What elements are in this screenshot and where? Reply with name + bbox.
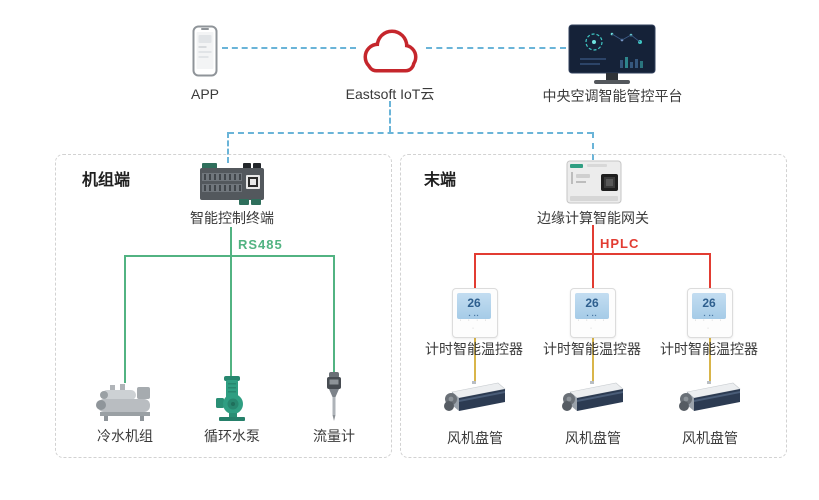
link-app-cloud-line bbox=[222, 47, 356, 49]
fan-coil-icon bbox=[677, 380, 743, 418]
platform-label: 中央空调智能管控平台 bbox=[542, 88, 683, 104]
link-to-controller-line bbox=[227, 132, 229, 163]
thermostat-fancoil-link-1 bbox=[474, 337, 476, 382]
rs485-bus-label: RS485 bbox=[238, 237, 283, 252]
rs485-branch-flowmeter bbox=[333, 255, 335, 373]
thermostat-display: 26 bbox=[692, 293, 726, 319]
link-cloud-platform-line bbox=[426, 47, 566, 49]
unit-side-zone-box bbox=[55, 154, 392, 458]
thermostat-label: 计时智能温控器 bbox=[543, 341, 641, 357]
hplc-branch-3 bbox=[709, 253, 711, 289]
rs485-drop-line bbox=[230, 227, 232, 256]
thermostat-icon: 26 bbox=[452, 288, 498, 338]
fan-coil-label: 风机盘管 bbox=[447, 430, 503, 446]
monitor-icon bbox=[568, 24, 656, 86]
link-to-gateway-line bbox=[592, 132, 594, 160]
terminal-side-zone-box bbox=[400, 154, 787, 458]
app-label: APP bbox=[190, 86, 219, 102]
thermostat-icon: 26 bbox=[687, 288, 733, 338]
cloud-label: Eastsoft IoT云 bbox=[345, 86, 435, 102]
chiller-icon bbox=[94, 382, 156, 422]
thermostat-buttons bbox=[457, 317, 491, 333]
thermostat-label: 计时智能温控器 bbox=[425, 341, 523, 357]
unit-side-title: 机组端 bbox=[82, 172, 131, 189]
smartphone-icon bbox=[192, 25, 218, 77]
thermostat-buttons bbox=[692, 317, 726, 333]
fan-coil-icon bbox=[560, 380, 626, 418]
thermostat-display: 26 bbox=[575, 293, 609, 319]
gateway-device-icon bbox=[565, 158, 623, 208]
controller-device-icon bbox=[198, 162, 266, 206]
thermostat-label: 计时智能温控器 bbox=[660, 341, 758, 357]
gateway-label: 边缘计算智能网关 bbox=[537, 210, 649, 226]
terminal-side-title: 末端 bbox=[424, 172, 457, 189]
rs485-branch-chiller bbox=[124, 255, 126, 383]
chiller-label: 冷水机组 bbox=[97, 428, 153, 444]
pump-icon bbox=[216, 374, 248, 422]
cloud-icon bbox=[356, 27, 424, 77]
fan-coil-icon bbox=[442, 380, 508, 418]
thermostat-fancoil-link-2 bbox=[592, 337, 594, 382]
fan-coil-label: 风机盘管 bbox=[682, 430, 738, 446]
hplc-branch-1 bbox=[474, 253, 476, 289]
flow-meter-icon bbox=[325, 370, 343, 422]
link-cloud-down-line bbox=[389, 101, 391, 132]
fan-coil-label: 风机盘管 bbox=[565, 430, 621, 446]
controller-label: 智能控制终端 bbox=[190, 210, 274, 226]
rs485-bus-line bbox=[124, 255, 335, 257]
thermostat-fancoil-link-3 bbox=[709, 337, 711, 382]
pump-label: 循环水泵 bbox=[204, 428, 260, 444]
hplc-drop-line bbox=[592, 225, 594, 254]
thermostat-display: 26 bbox=[457, 293, 491, 319]
flow-meter-label: 流量计 bbox=[313, 428, 355, 444]
hplc-branch-2 bbox=[592, 253, 594, 289]
hplc-bus-label: HPLC bbox=[600, 236, 640, 251]
thermostat-icon: 26 bbox=[570, 288, 616, 338]
thermostat-buttons bbox=[575, 317, 609, 333]
link-distribution-line bbox=[228, 132, 593, 134]
rs485-branch-pump bbox=[230, 255, 232, 377]
